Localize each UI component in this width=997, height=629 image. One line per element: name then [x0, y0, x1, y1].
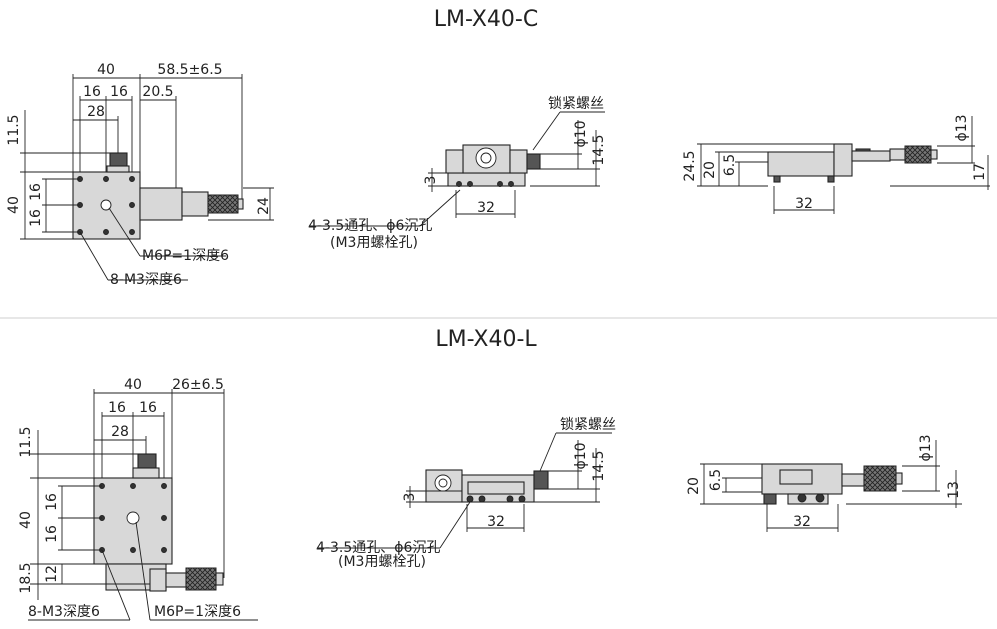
- dim-base-h: 3: [423, 176, 439, 185]
- dim-pitch-b: 16: [110, 84, 128, 100]
- front-view-l: 锁紧螺丝 ϕ10 14.5 3 32 4-3.5通孔、ϕ6沉孔 (M3用螺栓孔): [316, 417, 616, 570]
- dim-total-h: 24.5: [682, 150, 698, 181]
- side-view-l: 20 6.5 32 ϕ13 13: [686, 434, 962, 532]
- l-callout-corner-holes: 8-M3深度6: [28, 604, 100, 620]
- dim-top-offset: 11.5: [6, 114, 22, 145]
- l-dim-h14-5: 14.5: [591, 450, 607, 481]
- dim-phi10: ϕ10: [573, 120, 589, 147]
- dim-h17: 17: [972, 163, 988, 181]
- l-mount-note-2: (M3用螺栓孔): [338, 554, 426, 570]
- l-dim-base-h: 3: [402, 493, 418, 502]
- l-dim-h20: 20: [686, 477, 702, 495]
- dim-h20: 20: [702, 161, 718, 179]
- l-dim-hpitch-b: 16: [44, 525, 60, 543]
- front-lock-screw: [526, 153, 541, 170]
- dim-pitch-a: 16: [83, 84, 101, 100]
- l-dim-h12: 12: [44, 565, 60, 583]
- l-dim-h13: 13: [946, 481, 962, 499]
- section-title-c: LM-X40-C: [434, 7, 538, 32]
- l-dim-travel: 26±6.5: [172, 377, 224, 393]
- l-dim-hpitch-a: 16: [44, 493, 60, 511]
- l-dim-pitch-b: 16: [139, 400, 157, 416]
- dim-width: 40: [97, 62, 115, 78]
- l-mount-note-1: 4-3.5通孔、ϕ6沉孔: [316, 540, 440, 556]
- dim-base-w: 32: [477, 200, 495, 216]
- section-title-l: LM-X40-L: [435, 327, 537, 352]
- dim-phi13: ϕ13: [954, 114, 970, 141]
- top-view-c: 40 58.5±6.5 16 16 20.5 28 11.5 40 16 16 …: [6, 62, 274, 288]
- l-dim-base-w: 32: [487, 514, 505, 530]
- dim-hpitch-a: 16: [28, 183, 44, 201]
- l-dim-phi13: ϕ13: [918, 434, 934, 461]
- l-callout-center-hole: M6P=1深度6: [154, 604, 241, 620]
- dim-h6-5: 6.5: [722, 154, 738, 176]
- dim-height: 40: [6, 196, 22, 214]
- side-view-c: 24.5 20 6.5 32 ϕ13 17: [682, 114, 990, 214]
- mount-note-2: (M3用螺栓孔): [330, 235, 418, 251]
- callout-center-hole: M6P=1深度6: [142, 248, 229, 264]
- l-dim-height: 40: [18, 511, 34, 529]
- top-view-l: 40 26±6.5 16 16 28 11.5 40 16 16 12 18.5…: [18, 377, 258, 621]
- l-dim-inner: 28: [111, 424, 129, 440]
- dim-micrometer: 24: [256, 197, 272, 215]
- micrometer-knurl: [207, 194, 239, 214]
- dim-offset: 20.5: [142, 84, 173, 100]
- l-dim-top-offset: 11.5: [18, 426, 34, 457]
- front-view-c: 锁紧螺丝 ϕ10 14.5 3 32 4-3.5通孔、ϕ6沉孔 (M3用螺栓孔): [308, 96, 607, 251]
- dim-inner: 28: [87, 104, 105, 120]
- mount-note-1: 4-3.5通孔、ϕ6沉孔: [308, 218, 432, 234]
- l-dim-pitch-a: 16: [108, 400, 126, 416]
- center-hole: [100, 199, 112, 211]
- callout-corner-holes: 8-M3深度6: [110, 272, 182, 288]
- l-dim-phi10: ϕ10: [573, 442, 589, 469]
- l-dim-h6-5: 6.5: [708, 469, 724, 491]
- lock-screw-label: 锁紧螺丝: [548, 96, 604, 112]
- dim-travel: 58.5±6.5: [157, 62, 222, 78]
- l-dim-w32: 32: [793, 514, 811, 530]
- side-micrometer-knurl: [904, 145, 932, 164]
- l-lock-screw-label: 锁紧螺丝: [560, 417, 616, 433]
- l-dim-h18-5: 18.5: [18, 562, 34, 593]
- dim-w32: 32: [795, 196, 813, 212]
- dim-hpitch-b: 16: [28, 209, 44, 227]
- dim-h14-5: 14.5: [591, 134, 607, 165]
- l-dim-width: 40: [124, 377, 142, 393]
